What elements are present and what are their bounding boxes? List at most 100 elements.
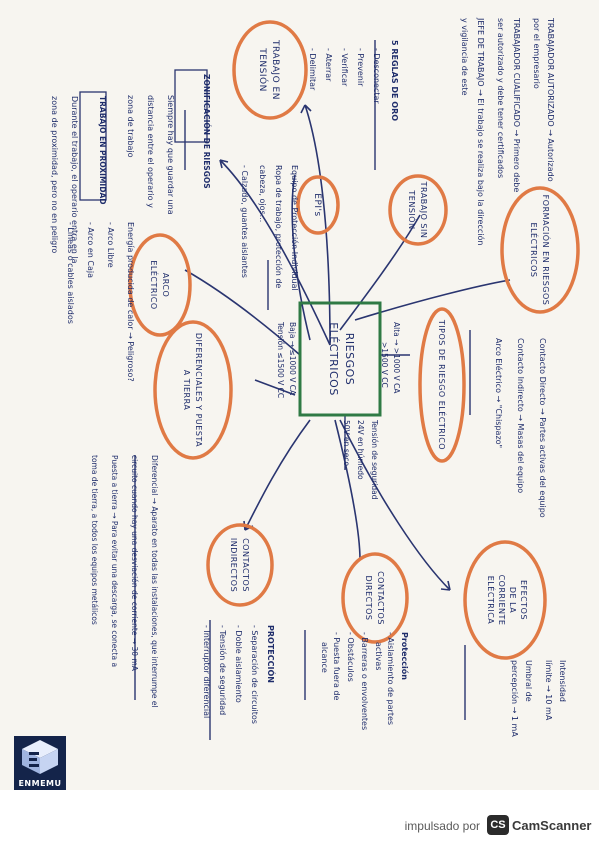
svg-text:y vigilancia de este: y vigilancia de este [460, 18, 469, 96]
link-sin-tension [339, 214, 421, 331]
arrowhead-2 [300, 104, 312, 114]
label-efectos-2: DE LA [508, 587, 517, 613]
box-zonificacion [174, 69, 208, 143]
node-tension-trabajo: TRABAJO EN TENSIÓN [232, 20, 308, 120]
notes-arco: Energía producida de calor → Peligroso? … [66, 222, 135, 382]
svg-text:alcance: alcance [320, 642, 329, 673]
notes-tipos: Contacto Directo → Partes activas del eq… [494, 338, 547, 518]
svg-text:Tensión de seguridad: Tensión de seguridad [370, 419, 379, 500]
link-efectos [339, 419, 451, 591]
label-tipos: TIPOS DE RIESGO ELÉCTRICO [437, 319, 448, 450]
svg-text:- Barreras o envolventes: - Barreras o envolventes [360, 632, 369, 730]
node-contactos-directos: CONTACTOS DIRECTOS [341, 552, 409, 644]
bubble-contactos-indirectos [206, 523, 274, 607]
label-directos-2: DIRECTOS [364, 576, 373, 621]
svg-text:TRABAJADOR AUTORIZADO → Autori: TRABAJADOR AUTORIZADO → Autorizado [546, 17, 555, 182]
svg-text:circuito cuando hay una desvia: circuito cuando hay una desviación de co… [130, 455, 139, 672]
svg-text:Intensidad: Intensidad [558, 660, 567, 702]
mind-map: RIESGOS ELÉCTRICOS TRABAJO EN TENSIÓN TR… [50, 17, 580, 740]
scanner-footer: impulsado por CS CamScanner [0, 800, 599, 848]
label-arco-1: ARCO [161, 273, 170, 298]
svg-text:Alta → >1000 V CA: Alta → >1000 V CA [392, 322, 401, 394]
label-formacion-2: ELÉCTRICOS [529, 223, 540, 278]
notes-formacion: TRABAJADOR AUTORIZADO → Autorizado por e… [460, 17, 555, 245]
link-epis [291, 174, 311, 341]
notes-zonificacion-title: ZONIFICACIÓN DE RIESGOS [202, 74, 211, 189]
svg-text:- Desconectar: - Desconectar [372, 48, 381, 104]
svg-text:Ropa de trabajo, protección de: Ropa de trabajo, protección de [274, 165, 284, 288]
svg-text:Umbral de: Umbral de [524, 660, 533, 702]
notes-diferencial: Diferencial → Aparato en todas las insta… [90, 455, 159, 708]
notes-seguridad: Tensión de seguridad 24V en húmedo 50V e… [342, 419, 379, 500]
center-box [298, 301, 382, 417]
node-epis: EPI's [296, 175, 340, 235]
label-directos-1: CONTACTOS [376, 571, 385, 625]
label-tension-trabajo-2: TENSIÓN [257, 47, 269, 92]
svg-text:- Delimitar: - Delimitar [308, 48, 317, 91]
node-arco: ARCO ELÉCTRICO [128, 233, 192, 337]
svg-text:toma de tierra, a todos los eq: toma de tierra, a todos los equipos metá… [90, 455, 99, 625]
svg-text:Energía producida de calor → P: Energía producida de calor → Peligroso? [126, 222, 135, 382]
svg-text:Puesta a tierra → Para evitar: Puesta a tierra → Para evitar una descar… [110, 455, 119, 667]
svg-text:- Prevenir: - Prevenir [356, 48, 365, 87]
bubble-epis [296, 175, 340, 235]
svg-text:límite → 10 mA: límite → 10 mA [544, 660, 553, 721]
bubble-tension-trabajo [232, 20, 308, 120]
svg-text:Durante el trabajo, el operari: Durante el trabajo, el operario entra en… [70, 96, 79, 264]
bubble-arco [128, 233, 192, 337]
svg-text:por el empresario: por el empresario [532, 18, 541, 89]
link-formacion [354, 279, 511, 321]
svg-text:- Verificar: - Verificar [340, 48, 349, 87]
svg-text:Protección: Protección [400, 632, 410, 680]
bubble-tipos [418, 307, 466, 463]
svg-text:Tensión ≤1500 V CC: Tensión ≤1500 V CC [276, 321, 285, 398]
svg-text:- Separación de circuitos: - Separación de circuitos [250, 625, 260, 724]
svg-text:- Puesta fuera de: - Puesta fuera de [332, 632, 341, 700]
node-trabajo-sin-tension: TRABAJO SIN TENSIÓN [388, 174, 448, 246]
bubble-formacion [500, 186, 580, 314]
svg-text:ZONIFICACIÓN DE RIESGOS: ZONIFICACIÓN DE RIESGOS [202, 74, 211, 189]
notes-proteccion-indirectos: PROTECCIÓN - Separación de circuitos - D… [202, 625, 277, 724]
notes-tension-baja: Baja → ≤1000 V CA Tensión ≤1500 V CC [276, 321, 297, 398]
bubble-efectos [463, 540, 547, 660]
label-sin-tension-2: TENSIÓN [407, 189, 418, 229]
link-directos [334, 419, 361, 561]
svg-text:- Arco Libre: - Arco Libre [106, 222, 115, 268]
label-tension-trabajo-1: TRABAJO EN [270, 39, 280, 100]
svg-text:- Doble aislamiento: - Doble aislamiento [234, 625, 243, 703]
svg-text:Arco Eléctrico → "Chispazo": Arco Eléctrico → "Chispazo" [494, 338, 504, 448]
svg-text:activas: activas [374, 642, 383, 670]
bubble-contactos-directos [341, 552, 409, 644]
center-title-2: ELÉCTRICOS [327, 322, 340, 396]
node-efectos: EFECTOS DE LA CORRIENTE ELÉCTRICA [463, 540, 547, 660]
svg-text:5 REGLAS DE ORO: 5 REGLAS DE ORO [390, 40, 399, 121]
label-efectos-1: EFECTOS [519, 580, 528, 620]
camscanner-brand: CamScanner [512, 818, 592, 833]
label-epis: EPI's [312, 193, 322, 216]
link-indirectos [244, 419, 311, 531]
svg-text:24V en húmedo: 24V en húmedo [356, 420, 365, 480]
label-diferenciales-2: A TIERRA [182, 370, 191, 411]
svg-text:JEFE DE TRABAJO → El trabajo s: JEFE DE TRABAJO → El trabajo se realiza … [476, 17, 486, 245]
logo-mark-icon [22, 740, 58, 774]
powered-by-label: impulsado por [404, 819, 480, 833]
label-indirectos-1: CONTACTOS [241, 538, 250, 592]
label-efectos-3: CORRIENTE [497, 575, 506, 626]
camscanner-icon: CS [487, 815, 509, 835]
label-diferenciales-1: DIFERENCIALES Y PUESTA [194, 333, 203, 447]
node-tipos: TIPOS DE RIESGO ELÉCTRICO [418, 307, 466, 463]
svg-text:50V en seco: 50V en seco [342, 420, 351, 466]
svg-text:cabeza, ojos...: cabeza, ojos... [258, 165, 267, 222]
label-efectos-4: ELÉCTRICA [486, 576, 497, 625]
arrowhead-4 [440, 580, 451, 591]
svg-text:Siempre hay que guardar una: Siempre hay que guardar una [166, 95, 175, 215]
node-formacion: FORMACIÓN EN RIESGOS ELÉCTRICOS [500, 186, 580, 314]
label-arco-2: ELÉCTRICO [149, 260, 160, 309]
notes-proximidad-title: TRABAJO EN PROXIMIDAD [98, 96, 107, 204]
notes-proximidad: Durante el trabajo, el operario entra en… [50, 96, 79, 264]
svg-text:Baja → ≤1000 V CA: Baja → ≤1000 V CA [288, 322, 297, 396]
svg-text:PROTECCIÓN: PROTECCIÓN [266, 625, 277, 683]
svg-text:- Líneas o cables aislados: - Líneas o cables aislados [66, 222, 75, 324]
svg-text:ser autorizado y debe tener ce: ser autorizado y debe tener certificados [496, 18, 505, 178]
center-title-1: RIESGOS [343, 333, 356, 385]
